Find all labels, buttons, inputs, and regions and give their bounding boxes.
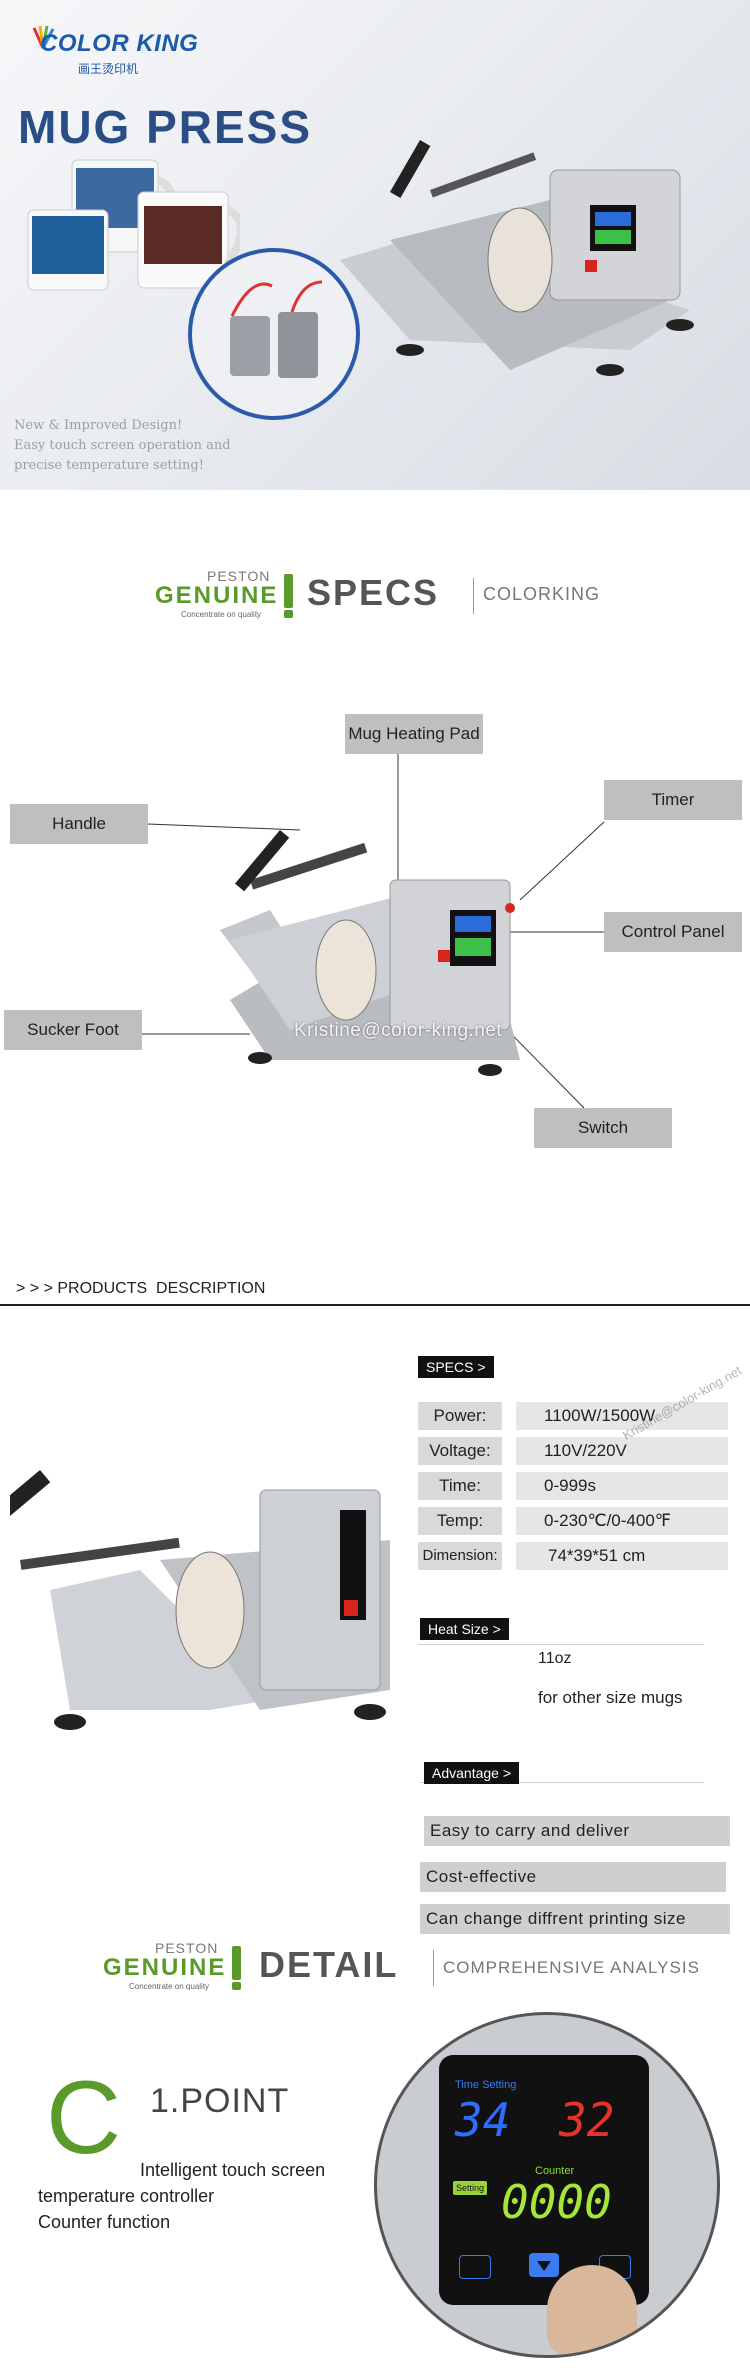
- mug-press-machine-image: [340, 140, 694, 376]
- spec-value-voltage: 110V/220V: [516, 1437, 728, 1465]
- color-king-logo-icon: [32, 25, 55, 49]
- watermark-email: Kristine@color-king.net: [294, 1020, 503, 1041]
- callout-mug-heating-pad: Mug Heating Pad: [345, 714, 483, 754]
- genuine-label: GENUINE: [103, 1954, 227, 1981]
- setting-key[interactable]: Setting: [453, 2181, 488, 2195]
- detail-header: PESTON GENUINE Concentrate on quality DE…: [103, 1940, 703, 2000]
- brand-name: COLOR KING: [40, 30, 199, 57]
- heating-elements-inset: [188, 248, 360, 420]
- header-divider: [473, 578, 474, 614]
- touch-screen: Time Setting 34 32 Counter Setting 0000: [439, 2055, 649, 2305]
- callout-sucker-foot: Sucker Foot: [4, 1010, 142, 1050]
- point-line-2: temperature controller: [38, 2186, 215, 2206]
- detail-subheading: COMPREHENSIVE ANALYSIS: [443, 1958, 700, 1977]
- hero-banner: COLOR KING 画王烫印机 MUG PRESS: [0, 0, 750, 490]
- control-panel-closeup: Time Setting 34 32 Counter Setting 0000: [374, 2012, 720, 2358]
- callout-control-panel: Control Panel: [604, 912, 742, 952]
- advantage-tag: Advantage >: [424, 1762, 520, 1784]
- specs-heading: SPECS: [307, 572, 440, 613]
- spec-value-dimension: 74*39*51 cm: [516, 1542, 728, 1570]
- spec-label-time: Time:: [418, 1472, 502, 1500]
- genuine-dot-icon: [232, 1982, 241, 1990]
- specs-subheading: COLORKING: [483, 584, 601, 604]
- point-line-3: Counter function: [38, 2212, 171, 2232]
- advantage-rule: [420, 1782, 704, 1783]
- heat-size-rule: [418, 1644, 704, 1645]
- callout-handle: Handle: [10, 804, 148, 844]
- counter-readout: 0000: [501, 2175, 612, 2229]
- hero-tagline-1: New & Improved Design!: [14, 418, 183, 433]
- genuine-dot-icon: [284, 610, 293, 618]
- heat-size-note: for other size mugs: [538, 1688, 683, 1707]
- point-title: 1.POINT: [150, 2082, 290, 2120]
- spec-label-temp: Temp:: [418, 1507, 502, 1535]
- peston-label: PESTON: [207, 568, 271, 584]
- heat-size-value: 11oz: [538, 1650, 572, 1667]
- genuine-bar-icon: [284, 574, 293, 608]
- counter-label: Counter: [535, 2165, 575, 2177]
- spec-value-time: 0-999s: [516, 1472, 728, 1500]
- callout-switch: Switch: [534, 1108, 672, 1148]
- detail-heading: DETAIL: [259, 1944, 399, 1985]
- callout-timer: Timer: [604, 780, 742, 820]
- advantage-item-3: Can change diffrent printing size: [420, 1904, 730, 1934]
- hero-tagline-3: precise temperature setting!: [14, 458, 204, 473]
- genuine-label: GENUINE: [155, 582, 279, 609]
- time-readout: 34: [455, 2093, 511, 2147]
- advantage-item-1: Easy to carry and deliver: [424, 1816, 730, 1846]
- header-divider: [433, 1950, 434, 1986]
- hero-title: MUG PRESS: [18, 101, 313, 153]
- mug-press-diagram-image: [220, 829, 520, 1076]
- genuine-subline: Concentrate on quality: [129, 1982, 210, 1991]
- peston-label: PESTON: [155, 1940, 219, 1956]
- section-rule: [0, 1304, 750, 1306]
- spec-value-temp: 0-230℃/0-400℉: [516, 1507, 728, 1535]
- genuine-subline: Concentrate on quality: [181, 610, 262, 619]
- heat-size-tag: Heat Size >: [420, 1618, 509, 1640]
- specs-tag: SPECS >: [418, 1356, 494, 1378]
- mug-press-product-image: [10, 1470, 390, 1730]
- callout-leader-lines: [142, 754, 605, 1109]
- brand-name-cn: 画王烫印机: [78, 62, 139, 76]
- finger-image: [547, 2265, 637, 2355]
- genuine-bar-icon: [232, 1946, 241, 1980]
- point-letter: C: [46, 2060, 122, 2176]
- spec-value-power: 1100W/1500W: [516, 1402, 728, 1430]
- hero-tagline-2: Easy touch screen operation and: [14, 438, 231, 453]
- reset-key-icon[interactable]: [459, 2255, 491, 2279]
- mugs-image: [27, 159, 240, 291]
- spec-label-voltage: Voltage:: [418, 1437, 502, 1465]
- temp-readout: 32: [559, 2093, 615, 2147]
- time-setting-label: Time Setting: [455, 2079, 517, 2091]
- products-section-title: > > > PRODUCTS DESCRIPTION: [16, 1280, 266, 1297]
- down-key-icon[interactable]: [529, 2253, 559, 2277]
- advantage-item-2: Cost-effective: [420, 1862, 726, 1892]
- spec-label-dimension: Dimension:: [418, 1542, 502, 1570]
- specs-header: PESTON GENUINE Concentrate on quality SP…: [155, 568, 599, 628]
- spec-label-power: Power:: [418, 1402, 502, 1430]
- point-line-1: Intelligent touch screen: [140, 2160, 326, 2180]
